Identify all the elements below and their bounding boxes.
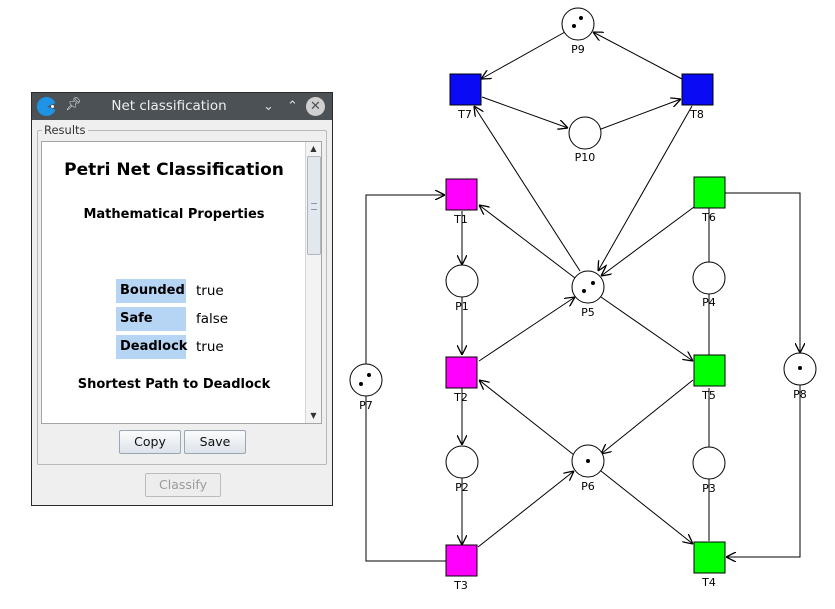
transition-t5[interactable]: T5: [693, 354, 726, 402]
property-value: true: [196, 283, 224, 299]
arc-p7-t1[interactable]: [365, 195, 445, 364]
transition-label: T1: [453, 213, 468, 226]
arc-p6-t2[interactable]: [479, 380, 575, 456]
classify-button[interactable]: Classify: [145, 473, 221, 497]
arc-t3-p6[interactable]: [477, 471, 574, 548]
place-label: P6: [581, 480, 595, 493]
transition-t3[interactable]: T3: [445, 544, 478, 592]
window-title: Net classification: [111, 98, 227, 114]
arc-t3-p7[interactable]: [365, 396, 446, 562]
place-p3[interactable]: P3: [692, 446, 726, 495]
section-shortest-path: Shortest Path to Deadlock: [77, 377, 271, 392]
place-p2[interactable]: P2: [445, 445, 479, 494]
arc-p10-t8[interactable]: [600, 99, 681, 130]
transition-label: T7: [457, 108, 472, 121]
place-label: P10: [575, 151, 596, 164]
results-heading: Petri Net Classification: [64, 160, 284, 180]
save-button[interactable]: Save: [184, 430, 246, 454]
place-label: P8: [793, 388, 807, 401]
transition-label: T4: [701, 576, 716, 589]
arc-p5-t7[interactable]: [474, 106, 581, 272]
arc-t6-p8[interactable]: [725, 192, 800, 353]
property-key: Safe: [116, 307, 186, 331]
property-key: Bounded: [116, 279, 186, 303]
place-p9[interactable]: P9: [561, 7, 595, 56]
transition-label: T8: [689, 108, 704, 121]
transition-t1[interactable]: T1: [445, 178, 478, 226]
transition-t7[interactable]: T7: [449, 73, 482, 121]
arc-t5-p6[interactable]: [601, 379, 694, 454]
property-key: Deadlock: [116, 335, 187, 359]
arcs: [365, 31, 801, 562]
scroll-up-icon[interactable]: ▲: [310, 144, 317, 153]
arc-p8-t4[interactable]: [726, 385, 801, 557]
property-value: false: [196, 311, 229, 327]
transition-t4[interactable]: T4: [693, 541, 726, 589]
arc-t7-p10[interactable]: [481, 96, 568, 128]
place-p5[interactable]: P5: [571, 270, 605, 319]
arc-p5-t1[interactable]: [479, 205, 576, 279]
place-label: P7: [359, 399, 373, 412]
transition-t8[interactable]: T8: [681, 73, 714, 121]
place-label: P2: [455, 481, 469, 494]
scroll-thumb[interactable]: [307, 156, 321, 255]
place-p4[interactable]: P4: [692, 261, 726, 309]
place-p7[interactable]: P7: [349, 363, 383, 412]
results-groupbox: [37, 130, 327, 465]
arc-t6-p5[interactable]: [601, 206, 695, 276]
net-classification-window: 📌︎ Net classification ⌄ ⌃ ✕ Results Petr…: [31, 92, 333, 506]
place-label: P9: [571, 43, 585, 56]
transition-label: T2: [453, 391, 468, 404]
arc-t8-p5[interactable]: [598, 105, 693, 271]
transition-t6[interactable]: T6: [693, 176, 726, 224]
arc-p6-t4[interactable]: [600, 470, 693, 544]
results-content: Petri Net Classification Mathematical Pr…: [42, 142, 306, 423]
place-p8[interactable]: P8: [783, 352, 817, 401]
copy-button[interactable]: Copy: [119, 430, 181, 454]
transition-label: T6: [701, 211, 716, 224]
property-value: true: [196, 339, 224, 355]
arc-t8-p9[interactable]: [593, 32, 683, 80]
vertical-scrollbar[interactable]: ▲ ▼: [305, 142, 321, 423]
maximize-icon[interactable]: ⌃: [287, 99, 298, 114]
place-label: P5: [581, 306, 595, 319]
minimize-icon[interactable]: ⌄: [263, 99, 274, 114]
transition-t2[interactable]: T2: [445, 356, 478, 404]
pin-icon[interactable]: 📌︎: [65, 97, 82, 112]
transition-label: T3: [453, 579, 468, 592]
transition-label: T5: [701, 389, 716, 402]
place-p6[interactable]: P6: [571, 444, 605, 493]
place-p1[interactable]: P1: [445, 264, 479, 313]
section-mathematical-properties: Mathematical Properties: [83, 207, 265, 222]
arc-p5-t5[interactable]: [600, 296, 693, 361]
app-logo-icon[interactable]: [37, 97, 56, 116]
place-label: P4: [702, 296, 716, 309]
arc-t2-p5[interactable]: [478, 297, 575, 362]
place-label: P3: [702, 482, 716, 495]
close-icon[interactable]: ✕: [306, 97, 325, 116]
results-view[interactable]: Petri Net Classification Mathematical Pr…: [41, 141, 322, 424]
results-group-label: Results: [42, 123, 88, 137]
place-label: P1: [455, 300, 469, 313]
scroll-down-icon[interactable]: ▼: [310, 411, 317, 420]
title-bar[interactable]: 📌︎ Net classification ⌄ ⌃ ✕: [32, 93, 332, 120]
arc-p9-t7[interactable]: [481, 31, 566, 79]
place-p10[interactable]: P10: [568, 116, 602, 164]
